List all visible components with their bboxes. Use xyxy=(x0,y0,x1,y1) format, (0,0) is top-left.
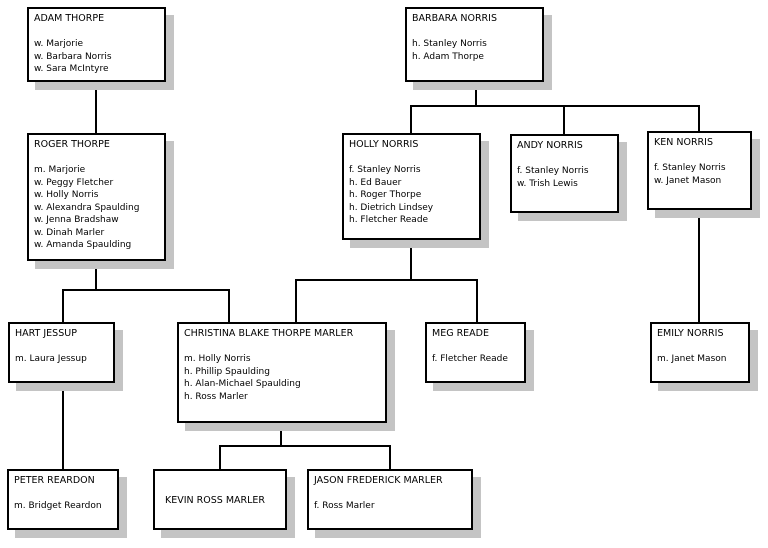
person-box-peter-reardon: PETER REARDON m. Bridget Reardon xyxy=(7,469,119,530)
person-name: CHRISTINA BLAKE THORPE MARLER xyxy=(184,328,354,339)
relation-label: w. Alexandra Spaulding xyxy=(34,202,140,213)
person-box-jason-marler: JASON FREDERICK MARLER f. Ross Marler xyxy=(307,469,473,530)
connector-line xyxy=(389,445,391,470)
connector-line xyxy=(410,239,412,281)
person-name: KEVIN ROSS MARLER xyxy=(165,495,266,506)
connector-line xyxy=(698,209,700,323)
relation-label: f. Ross Marler xyxy=(314,501,375,511)
connector-line xyxy=(563,105,565,135)
person-box-emily-norris: EMILY NORRIS m. Janet Mason xyxy=(650,322,750,383)
relation-label: h. Ed Bauer xyxy=(349,177,402,188)
relation-label: w. Sara McIntyre xyxy=(34,64,109,74)
relation-label: h. Adam Thorpe xyxy=(412,51,484,62)
connector-line xyxy=(475,81,477,106)
relation-label: h. Fletcher Reade xyxy=(349,215,429,225)
person-name: ROGER THORPE xyxy=(34,139,110,150)
relation-label: m. Holly Norris xyxy=(184,354,251,364)
relation-label: f. Stanley Norris xyxy=(654,163,726,173)
person-box-andy-norris: ANDY NORRIS f. Stanley Norris w. Trish L… xyxy=(510,134,619,213)
relation-label: h. Dietrich Lindsey xyxy=(349,202,434,213)
connector-line xyxy=(219,445,221,470)
person-name: ADAM THORPE xyxy=(34,13,105,24)
relation-label: m. Marjorie xyxy=(34,165,86,175)
connector-line xyxy=(476,279,478,323)
relation-label: w. Dinah Marler xyxy=(34,227,105,238)
connector-line xyxy=(280,422,282,447)
relation-label: w. Jenna Bradshaw xyxy=(34,215,119,225)
relation-label: m. Janet Mason xyxy=(657,354,727,364)
person-name: JASON FREDERICK MARLER xyxy=(314,475,443,486)
connector-line xyxy=(62,289,230,291)
person-name: HART JESSUP xyxy=(15,328,77,339)
person-name: KEN NORRIS xyxy=(654,137,713,148)
relation-label: w. Barbara Norris xyxy=(34,51,112,62)
relation-label: m. Bridget Reardon xyxy=(14,501,102,511)
relation-label: h. Stanley Norris xyxy=(412,39,487,49)
relation-label: h. Ross Marler xyxy=(184,391,248,402)
connector-line xyxy=(295,279,297,323)
person-box-roger-thorpe: ROGER THORPE m. Marjorie w. Peggy Fletch… xyxy=(27,133,166,261)
person-box-adam-thorpe: ADAM THORPE w. Marjorie w. Barbara Norri… xyxy=(27,7,166,82)
relation-label: w. Marjorie xyxy=(34,39,83,49)
relation-label: f. Stanley Norris xyxy=(517,166,589,176)
person-box-ken-norris: KEN NORRIS f. Stanley Norris w. Janet Ma… xyxy=(647,131,752,210)
person-box-kevin-marler: KEVIN ROSS MARLER xyxy=(153,469,287,530)
person-name: HOLLY NORRIS xyxy=(349,139,419,150)
relation-label: w. Trish Lewis xyxy=(517,178,578,189)
relation-label: w. Amanda Spaulding xyxy=(34,240,132,250)
person-box-meg-reade: MEG READE f. Fletcher Reade xyxy=(425,322,526,383)
person-name: MEG READE xyxy=(432,328,489,339)
connector-line xyxy=(295,279,478,281)
person-box-hart-jessup: HART JESSUP m. Laura Jessup xyxy=(8,322,115,383)
person-name: EMILY NORRIS xyxy=(657,328,724,339)
person-box-holly-norris: HOLLY NORRIS f. Stanley Norris h. Ed Bau… xyxy=(342,133,481,240)
relation-label: w. Holly Norris xyxy=(34,190,99,200)
relation-label: f. Stanley Norris xyxy=(349,165,421,175)
relation-label: h. Alan-Michael Spaulding xyxy=(184,379,301,389)
connector-line xyxy=(698,105,700,131)
connector-line xyxy=(410,105,412,134)
person-name: PETER REARDON xyxy=(14,475,95,486)
relation-label: h. Roger Thorpe xyxy=(349,190,422,200)
connector-line xyxy=(219,445,391,447)
person-name: ANDY NORRIS xyxy=(517,140,583,151)
connector-line xyxy=(62,382,64,470)
connector-line xyxy=(62,289,64,323)
person-box-christina-marler: CHRISTINA BLAKE THORPE MARLER m. Holly N… xyxy=(177,322,387,423)
relation-label: h. Phillip Spaulding xyxy=(184,366,270,377)
relation-label: f. Fletcher Reade xyxy=(432,354,508,364)
connector-line xyxy=(228,289,230,323)
person-name: BARBARA NORRIS xyxy=(412,13,497,24)
relation-label: w. Peggy Fletcher xyxy=(34,177,114,188)
relation-label: w. Janet Mason xyxy=(654,175,722,186)
person-box-barbara-norris: BARBARA NORRIS h. Stanley Norris h. Adam… xyxy=(405,7,544,82)
connector-line xyxy=(95,260,97,291)
connector-line xyxy=(95,81,97,134)
relation-label: m. Laura Jessup xyxy=(15,354,87,364)
connector-line xyxy=(410,105,700,107)
